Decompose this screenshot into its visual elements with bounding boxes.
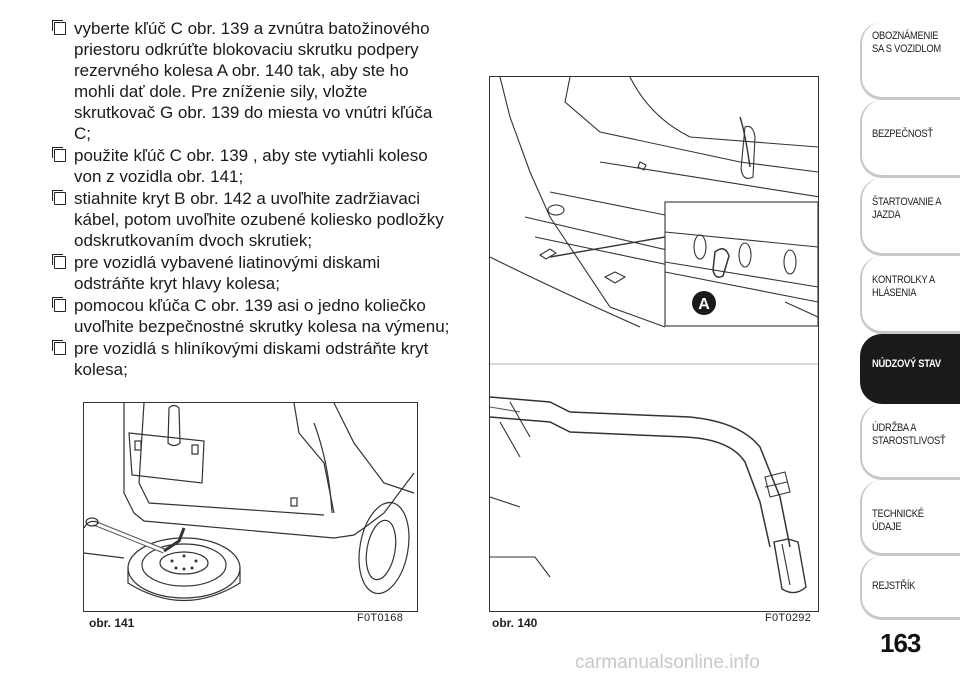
figure-140-caption: obr. 140: [492, 616, 538, 630]
checkbox-bullet-icon: [52, 340, 66, 355]
figure-141-caption: obr. 141: [89, 616, 135, 630]
instruction-item: vyberte kľúč C obr. 139 a zvnútra batoži…: [30, 18, 450, 144]
tab-label: ŠTARTOVANIE A JAZDA: [872, 196, 941, 221]
instruction-text: pre vozidlá vybavené liatinovými diskami…: [74, 253, 381, 293]
tab-label: REJSTŘÍK: [872, 580, 916, 592]
instruction-text: použite kľúč C obr. 139 , aby ste vytiah…: [74, 146, 428, 186]
figure-140: A: [489, 76, 819, 612]
instruction-text: vyberte kľúč C obr. 139 a zvnútra batoži…: [74, 19, 433, 143]
spare-wheel-support-screw-illustration: A: [490, 77, 818, 594]
tab-startovanie[interactable]: ŠTARTOVANIE A JAZDA: [860, 178, 960, 256]
checkbox-bullet-icon: [52, 297, 66, 312]
instruction-item: stiahnite kryt B obr. 142 a uvoľhite zad…: [30, 188, 450, 251]
tab-label: OBOZNÁMENIE SA S VOZIDLOM: [872, 30, 941, 55]
tab-label: KONTROLKY A HLÁSENIA: [872, 274, 935, 299]
tab-nudzovy-stav[interactable]: NÚDZOVÝ STAV: [860, 334, 960, 404]
section-tabs: OBOZNÁMENIE SA S VOZIDLOM BEZPEČNOSŤ ŠTA…: [860, 0, 960, 678]
tab-label: TECHNICKÉ ÚDAJE: [872, 508, 924, 533]
instruction-text: pomocou kľúča C obr. 139 asi o jedno kol…: [74, 296, 450, 336]
tab-oboznamenie[interactable]: OBOZNÁMENIE SA S VOZIDLOM: [860, 22, 960, 100]
instruction-item: pomocou kľúča C obr. 139 asi o jedno kol…: [30, 295, 450, 337]
tab-technicke-udaje[interactable]: TECHNICKÉ ÚDAJE: [860, 480, 960, 556]
figure-141-code: F0T0168: [357, 612, 404, 624]
instruction-item: použite kľúč C obr. 139 , aby ste vytiah…: [30, 145, 450, 187]
checkbox-bullet-icon: [52, 147, 66, 162]
tab-label: ÚDRŽBA A STAROSTLIVOSŤ: [872, 422, 946, 447]
checkbox-bullet-icon: [52, 254, 66, 269]
checkbox-bullet-icon: [52, 20, 66, 35]
tab-udrzba[interactable]: ÚDRŽBA A STAROSTLIVOSŤ: [860, 404, 960, 480]
tab-bezpecnost[interactable]: BEZPEČNOSŤ: [860, 100, 960, 178]
instruction-item: pre vozidlá vybavené liatinovými diskami…: [30, 252, 450, 294]
instruction-text: pre vozidlá s hliníkovými diskami odstrá…: [74, 339, 429, 379]
checkbox-bullet-icon: [52, 190, 66, 205]
tab-rejstrik[interactable]: REJSTŘÍK: [860, 556, 960, 620]
spare-wheel-removal-illustration: [84, 403, 415, 602]
instruction-text: stiahnite kryt B obr. 142 a uvoľhite zad…: [74, 189, 444, 250]
tab-label: BEZPEČNOSŤ: [872, 128, 933, 140]
page-number: 163: [880, 628, 921, 658]
instruction-list: vyberte kľúč C obr. 139 a zvnútra batoži…: [30, 18, 450, 381]
instruction-item: pre vozidlá s hliníkovými diskami odstrá…: [30, 338, 450, 380]
watermark-text: carmanualsonline.info: [575, 652, 760, 673]
tab-label: NÚDZOVÝ STAV: [872, 358, 941, 370]
tab-kontrolky[interactable]: KONTROLKY A HLÁSENIA: [860, 256, 960, 334]
figure-141: [83, 402, 418, 612]
callout-label-a: A: [698, 296, 710, 313]
figure-140-code: F0T0292: [765, 612, 812, 624]
